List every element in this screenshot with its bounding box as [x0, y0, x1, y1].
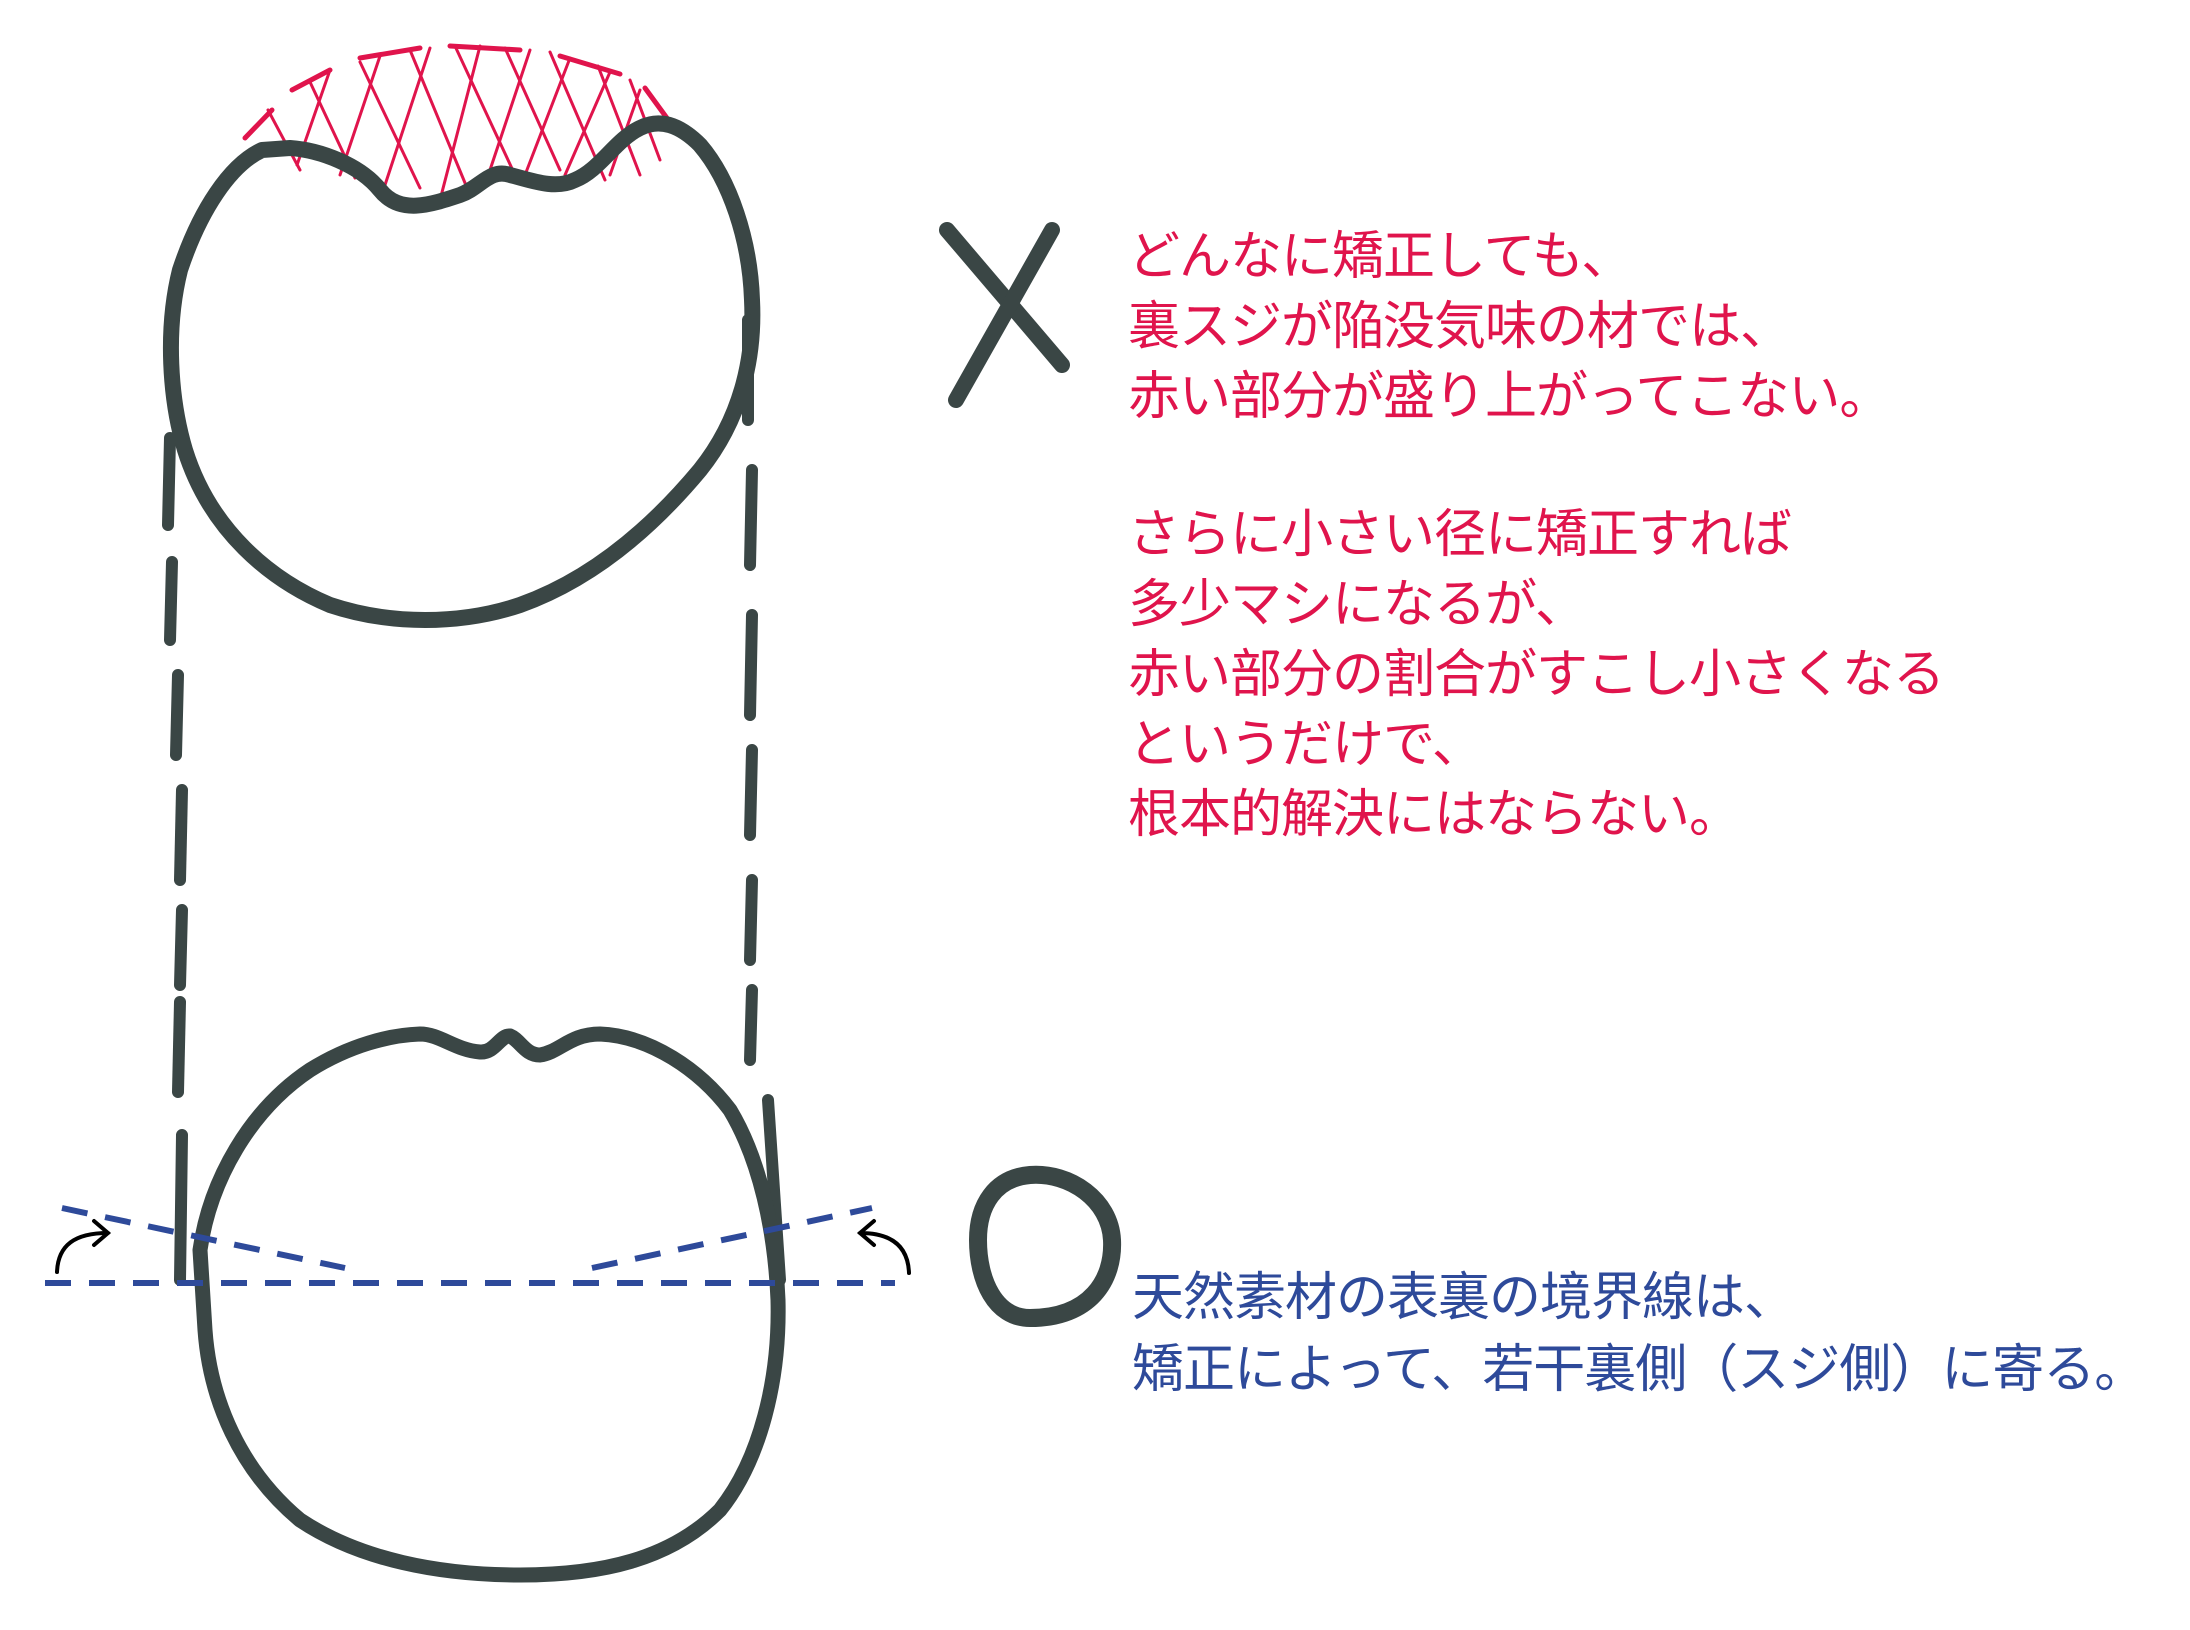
right-shifted-boundary-line [591, 1205, 873, 1271]
bad-case-note: どんなに矯正しても、 裏スジが陥没気味の材では、 赤い部分が盛り上がってこない。 [1128, 222, 1891, 432]
good-case-note: 天然素材の表裏の境界線は、 矯正によって、若干裏側（スジ側）に寄る。 [1132, 1262, 2146, 1406]
note-line: 赤い部分の割合がすこし小さくなる [1128, 645, 1945, 705]
note-line: 裏スジが陥没気味の材では、 [1128, 297, 1792, 357]
note-line: どんなに矯正しても、 [1128, 227, 1633, 287]
note-line: さらに小さい径に矯正すれば [1128, 505, 1792, 565]
arrow-left-icon [55, 1219, 112, 1274]
note-line: 赤い部分が盛り上がってこない。 [1128, 367, 1891, 427]
red-hatch-region [242, 43, 675, 202]
arrow-right-icon [856, 1219, 911, 1275]
note-line: 根本的解決にはならない。 [1128, 785, 1741, 845]
curved-arrows [55, 1219, 911, 1275]
note-line: というだけで、 [1128, 715, 1484, 775]
vertical-guide-left [162, 432, 188, 1286]
left-shifted-boundary-line [61, 1205, 346, 1271]
note-line: 多少マシになるが、 [1128, 575, 1587, 635]
boundary-lines [45, 1205, 895, 1286]
note-line: 矯正によって、若干裏側（スジ側）に寄る。 [1132, 1340, 2146, 1400]
vertical-guide-right [742, 314, 786, 1286]
o-mark-icon [968, 1165, 1122, 1328]
x-mark-icon [939, 222, 1070, 408]
note-line: 天然素材の表裏の境界線は、 [1132, 1268, 1796, 1328]
bad-case-followup-note: さらに小さい径に矯正すれば 多少マシになるが、 赤い部分の割合がすこし小さくなる… [1128, 500, 1945, 850]
bottom-cross-section-outline [192, 1026, 786, 1583]
top-cross-section-outline [162, 115, 761, 628]
